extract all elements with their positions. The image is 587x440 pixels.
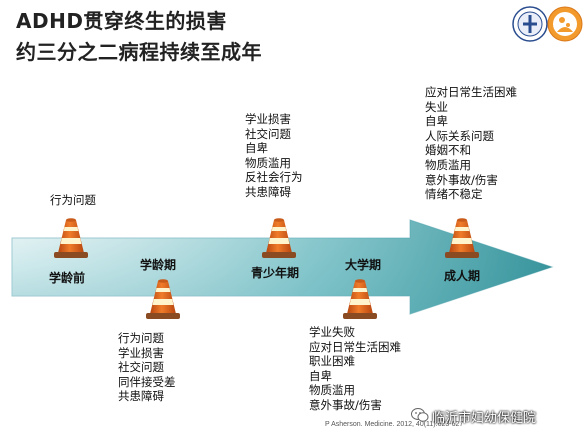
hospital-seal-icon xyxy=(512,6,548,42)
list-item: 社交问题 xyxy=(118,360,164,375)
preschool-issue-list: 行为问题 xyxy=(50,193,96,208)
list-item: 职业困难 xyxy=(309,354,355,369)
traffic-cone-icon xyxy=(343,279,377,319)
adolescence-issue-list: 学业损害 社交问题 自卑 物质滥用 反社会行为 共患障碍 xyxy=(245,112,303,200)
timeline-arrow xyxy=(11,219,554,315)
wechat-icon xyxy=(411,408,429,422)
traffic-cone-icon xyxy=(262,218,296,258)
list-item: 学业失败 xyxy=(309,325,355,339)
list-item: 学业损害 xyxy=(118,345,164,360)
traffic-cone-icon xyxy=(146,279,180,319)
list-item: 同伴接受差 xyxy=(118,374,176,389)
list-item: 物质滥用 xyxy=(309,383,355,398)
citation: P Asherson. Medicine. 2012, 40(11):623-6… xyxy=(325,421,464,428)
list-item: 自卑 xyxy=(425,114,448,129)
maternal-child-logo-icon xyxy=(547,6,583,42)
list-item: 共患障碍 xyxy=(245,184,291,199)
list-item: 物质滥用 xyxy=(245,155,291,170)
school-age-issue-list: 行为问题 学业损害 社交问题 同伴接受差 共患障碍 xyxy=(118,331,176,404)
stage-label-college: 大学期 xyxy=(345,258,382,272)
list-item: 共患障碍 xyxy=(118,389,164,404)
list-item: 学业损害 xyxy=(245,112,291,126)
list-item: 失业 xyxy=(425,99,448,114)
watermark: 临沂市妇幼保健院 xyxy=(432,411,537,426)
list-item: 意外事故/伤害 xyxy=(425,172,498,187)
list-item: 意外事故/伤害 xyxy=(309,397,382,412)
slide-title-line2: 约三分之二病程持续至成年 xyxy=(16,40,262,64)
stage-label-preschool: 学龄前 xyxy=(49,271,86,285)
list-item: 自卑 xyxy=(309,368,332,383)
traffic-cone-icon xyxy=(445,218,479,258)
list-item: 物质滥用 xyxy=(425,157,471,172)
stage-label-school-age: 学龄期 xyxy=(140,258,177,272)
list-item: 反社会行为 xyxy=(245,170,303,185)
stage-label-adulthood: 成人期 xyxy=(444,269,481,283)
traffic-cone-icon xyxy=(54,218,88,258)
list-item: 行为问题 xyxy=(50,193,96,207)
list-item: 自卑 xyxy=(245,141,268,156)
list-item: 社交问题 xyxy=(245,126,291,141)
adulthood-issue-list: 应对日常生活困难 失业 自卑 人际关系问题 婚姻不和 物质滥用 意外事故/伤害 … xyxy=(425,85,517,202)
list-item: 行为问题 xyxy=(118,331,164,345)
list-item: 应对日常生活困难 xyxy=(309,339,401,354)
list-item: 情绪不稳定 xyxy=(425,187,483,202)
stage-label-adolescence: 青少年期 xyxy=(251,266,300,280)
list-item: 婚姻不和 xyxy=(425,143,471,158)
list-item: 人际关系问题 xyxy=(425,128,494,143)
list-item: 应对日常生活困难 xyxy=(425,85,517,99)
slide-title-line1: ADHD贯穿终生的损害 xyxy=(16,9,227,33)
college-issue-list: 学业失败 应对日常生活困难 职业困难 自卑 物质滥用 意外事故/伤害 xyxy=(309,325,401,413)
